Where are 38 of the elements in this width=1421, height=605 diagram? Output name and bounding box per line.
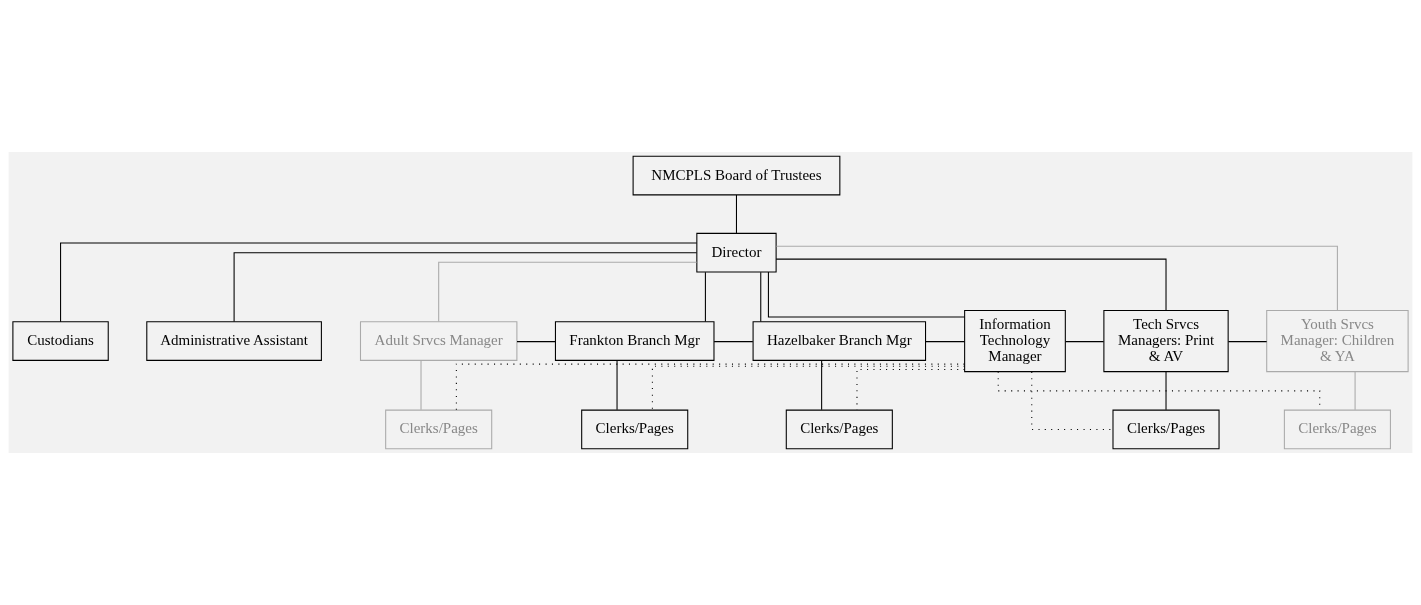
- connector: [516, 341, 556, 343]
- connector: [775, 245, 1338, 311]
- connector: [1227, 341, 1268, 343]
- connector: [767, 271, 966, 318]
- connector: [713, 341, 754, 343]
- node-box: Hazelbaker Branch Mgr: [752, 321, 927, 361]
- node-box: Clerks/Pages: [385, 409, 493, 450]
- connector: [233, 252, 698, 322]
- node-box: NMCPLS Board of Trustees: [632, 155, 841, 196]
- node-box: Administrative Assistant: [146, 321, 322, 361]
- connector: [651, 365, 966, 411]
- connector: [1354, 371, 1356, 411]
- connector: [1065, 341, 1105, 343]
- connector: [925, 341, 966, 343]
- connector: [775, 258, 1167, 311]
- node-box: Tech Srvcs Managers: Print & AV: [1103, 310, 1229, 373]
- connector: [420, 360, 422, 411]
- node-box: Custodians: [12, 321, 109, 361]
- connector: [1031, 371, 1114, 430]
- connector: [821, 360, 823, 411]
- connector: [735, 194, 737, 234]
- node-box: Clerks/Pages: [785, 409, 893, 450]
- connector: [760, 271, 762, 323]
- node-box: Clerks/Pages: [1283, 409, 1391, 450]
- node-box: Clerks/Pages: [1112, 409, 1220, 450]
- connector: [455, 363, 965, 411]
- node-box: Adult Srvcs Manager: [359, 321, 518, 361]
- connector: [616, 360, 618, 411]
- node-box: Clerks/Pages: [581, 409, 689, 450]
- connector: [704, 271, 706, 323]
- node-box: Frankton Branch Mgr: [554, 321, 715, 361]
- connector: [438, 261, 698, 323]
- connector: [60, 242, 698, 323]
- node-box: Youth Srvcs Manager: Children & YA: [1266, 310, 1409, 373]
- connector: [997, 371, 1321, 411]
- node-box: Information Technology Manager: [964, 310, 1066, 373]
- connector: [1165, 371, 1167, 411]
- node-box: Director: [696, 232, 777, 273]
